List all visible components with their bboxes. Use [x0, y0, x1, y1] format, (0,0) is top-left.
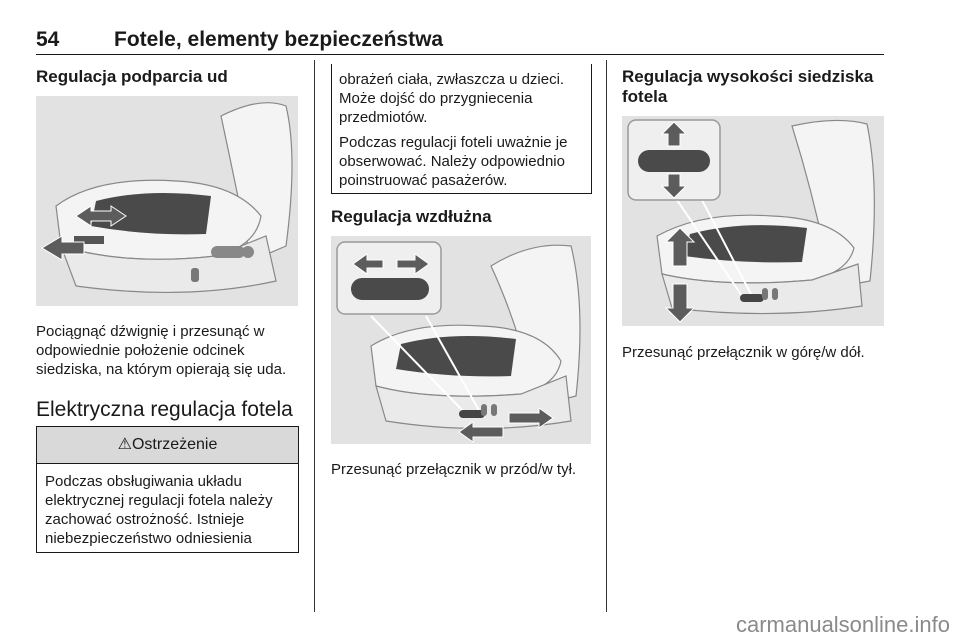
warning-header: ⚠Ostrzeżenie [37, 426, 298, 464]
height-heading: Regulacja wysokości siedziska fotela [622, 67, 874, 106]
longitudinal-heading: Regulacja wzdłużna [331, 207, 492, 226]
thigh-support-heading: Regulacja podparcia ud [36, 67, 228, 86]
seat-illustration [627, 119, 875, 323]
warning-text: Podczas obsługiwania układu elektrycznej… [45, 473, 273, 547]
page-header: 54 Fotele, elementy bezpieczeństwa [36, 28, 884, 55]
thigh-support-figure [36, 96, 298, 306]
height-figure [622, 116, 884, 326]
page-number: 54 [36, 28, 60, 51]
page-title: Fotele, elementy bezpieczeństwa [114, 28, 444, 51]
column-divider [606, 60, 607, 612]
warning-box: ⚠Ostrzeżenie Podczas obsługiwania układu… [36, 426, 299, 553]
seat-illustration [336, 241, 581, 443]
warning-cont-paragraph: obrażeń ciała, zwłaszcza u dzieci. Może … [339, 71, 565, 126]
warning-label: Ostrzeżenie [131, 436, 218, 453]
warning-cont-paragraph: Podczas regulacji foteli uważnie je obse… [339, 134, 568, 189]
seat-illustration [41, 102, 293, 293]
column-divider [314, 60, 315, 612]
height-caption: Przesunąć przełącznik w górę/w dół. [622, 344, 865, 361]
watermark: carmanualsonline.info [735, 612, 950, 637]
longitudinal-caption: Przesunąć przełącznik w przód/w tył. [331, 461, 577, 478]
longitudinal-figure [331, 236, 591, 444]
warning-icon: ⚠ [117, 436, 132, 453]
thigh-support-caption: Pociągnąć dźwignię i przesunąć w odpowie… [36, 323, 287, 378]
warning-continuation: obrażeń ciała, zwłaszcza u dzieci. Może … [331, 64, 592, 194]
section-title: Elektryczna regulacja fotela [36, 398, 293, 421]
